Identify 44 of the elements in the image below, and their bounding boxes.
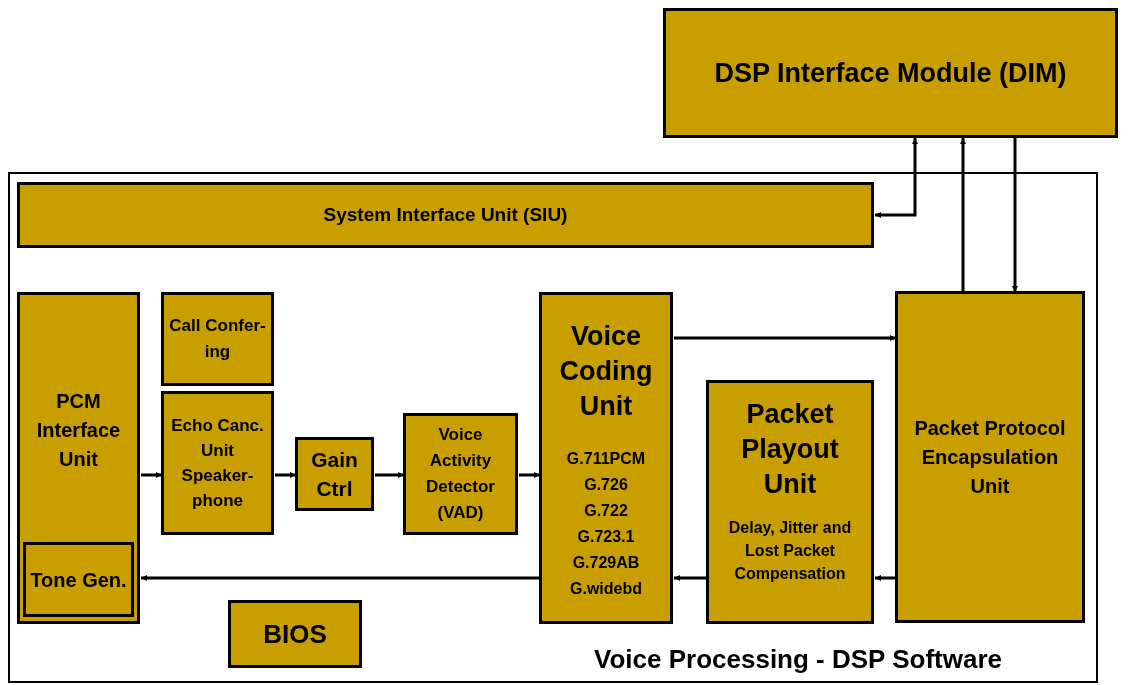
unit-box bbox=[895, 291, 1085, 623]
unit-description: G.711PCM bbox=[565, 449, 647, 469]
unit-description: Delay, Jitter and Lost Packet Compensation bbox=[727, 518, 853, 584]
software-container bbox=[8, 172, 1098, 683]
unit-box bbox=[706, 380, 874, 624]
unit-title: Gain Ctrl bbox=[310, 447, 359, 502]
unit-description: G.729AB bbox=[571, 553, 641, 573]
unit-title: DSP Interface Module (DIM) bbox=[713, 56, 1068, 90]
unit-box bbox=[23, 542, 134, 617]
unit-title: Voice Activity Detector (VAD) bbox=[425, 424, 496, 524]
unit-box bbox=[403, 413, 518, 535]
unit-box bbox=[295, 437, 374, 511]
arrow bbox=[141, 472, 162, 478]
unit-description: G.widebd bbox=[569, 579, 643, 599]
unit-description: G.723.1 bbox=[576, 527, 636, 547]
unit-description: G.722 bbox=[583, 501, 629, 521]
unit-title: PCM Interface Unit bbox=[35, 389, 122, 472]
unit-title: Packet Protocol Encapsulation Unit bbox=[913, 415, 1067, 499]
unit-title: Echo Canc. Unit Speaker-phone bbox=[170, 415, 265, 512]
arrow bbox=[375, 472, 404, 478]
unit-box bbox=[17, 292, 140, 624]
unit-title: Call Confer-ing bbox=[168, 315, 267, 363]
arrow bbox=[875, 138, 918, 218]
unit-box bbox=[539, 292, 673, 624]
unit-box bbox=[161, 292, 274, 386]
unit-title: System Interface Unit (SIU) bbox=[322, 202, 569, 227]
arrow bbox=[674, 335, 896, 341]
unit-box bbox=[228, 600, 362, 668]
arrow bbox=[674, 575, 707, 581]
unit-title: Voice Coding Unit bbox=[558, 320, 654, 423]
module-box bbox=[663, 8, 1118, 138]
arrow bbox=[141, 575, 540, 581]
unit-description: G.726 bbox=[583, 475, 629, 495]
unit-title: Tone Gen. bbox=[29, 567, 128, 593]
arrow bbox=[875, 575, 896, 581]
arrow bbox=[519, 472, 540, 478]
unit-box bbox=[17, 182, 874, 248]
arrow bbox=[1012, 138, 1018, 292]
arrow bbox=[960, 138, 966, 292]
unit-box bbox=[161, 391, 274, 535]
unit-title: Packet Playout Unit bbox=[740, 398, 840, 501]
arrow bbox=[275, 472, 296, 478]
unit-title: Voice Processing - DSP Software bbox=[593, 643, 1003, 676]
unit-title: BIOS bbox=[262, 617, 328, 651]
